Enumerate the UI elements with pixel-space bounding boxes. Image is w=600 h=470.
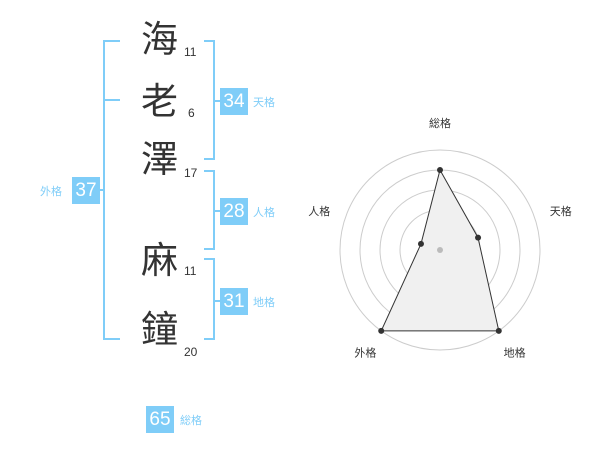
tenkaku-label: 天格 — [253, 96, 275, 109]
chikaku-score-badge: 31 — [220, 288, 248, 315]
radar-center — [437, 247, 443, 253]
tenkaku-score-badge: 34 — [220, 88, 248, 115]
jinkaku-score-badge: 28 — [220, 198, 248, 225]
radar-point-4 — [378, 327, 385, 334]
name-char-3: 澤 — [141, 138, 178, 181]
stroke-count-2: 6 — [188, 106, 195, 120]
radar-axis-label-4: 外格 — [354, 346, 376, 360]
radar-point-5 — [417, 240, 424, 247]
jinkaku-label: 人格 — [253, 206, 275, 219]
chikaku-bracket — [204, 258, 215, 340]
name-char-1: 海 — [141, 18, 178, 61]
gaikaku-score-badge: 37 — [72, 177, 100, 204]
radar-ring-5 — [339, 149, 541, 351]
radar-point-2 — [475, 234, 482, 241]
radar-axis-label-1: 総格 — [429, 116, 451, 130]
stroke-count-4: 11 — [184, 264, 197, 278]
tenkaku-bracket — [204, 40, 215, 160]
radar-point-1 — [437, 167, 443, 173]
stroke-count-1: 11 — [184, 45, 197, 59]
outer-bracket — [103, 40, 120, 340]
name-char-2: 老 — [141, 80, 178, 123]
radar-point-3 — [495, 327, 502, 334]
stroke-count-3: 17 — [184, 166, 198, 180]
radar-axis-label-2: 天格 — [550, 204, 572, 218]
soukaku-score-badge: 65 — [146, 406, 174, 433]
radar-axis-label-5: 人格 — [308, 204, 330, 218]
chikaku-label: 地格 — [253, 296, 275, 309]
jinkaku-bracket — [204, 170, 215, 250]
name-char-4: 麻 — [141, 239, 178, 282]
name-char-5: 鐘 — [141, 308, 178, 351]
radar-axis-label-3: 地格 — [504, 346, 526, 360]
radar-points — [378, 167, 502, 334]
stroke-count-5: 20 — [184, 345, 198, 359]
gaikaku-label: 外格 — [40, 185, 62, 198]
soukaku-label: 総格 — [180, 414, 202, 427]
